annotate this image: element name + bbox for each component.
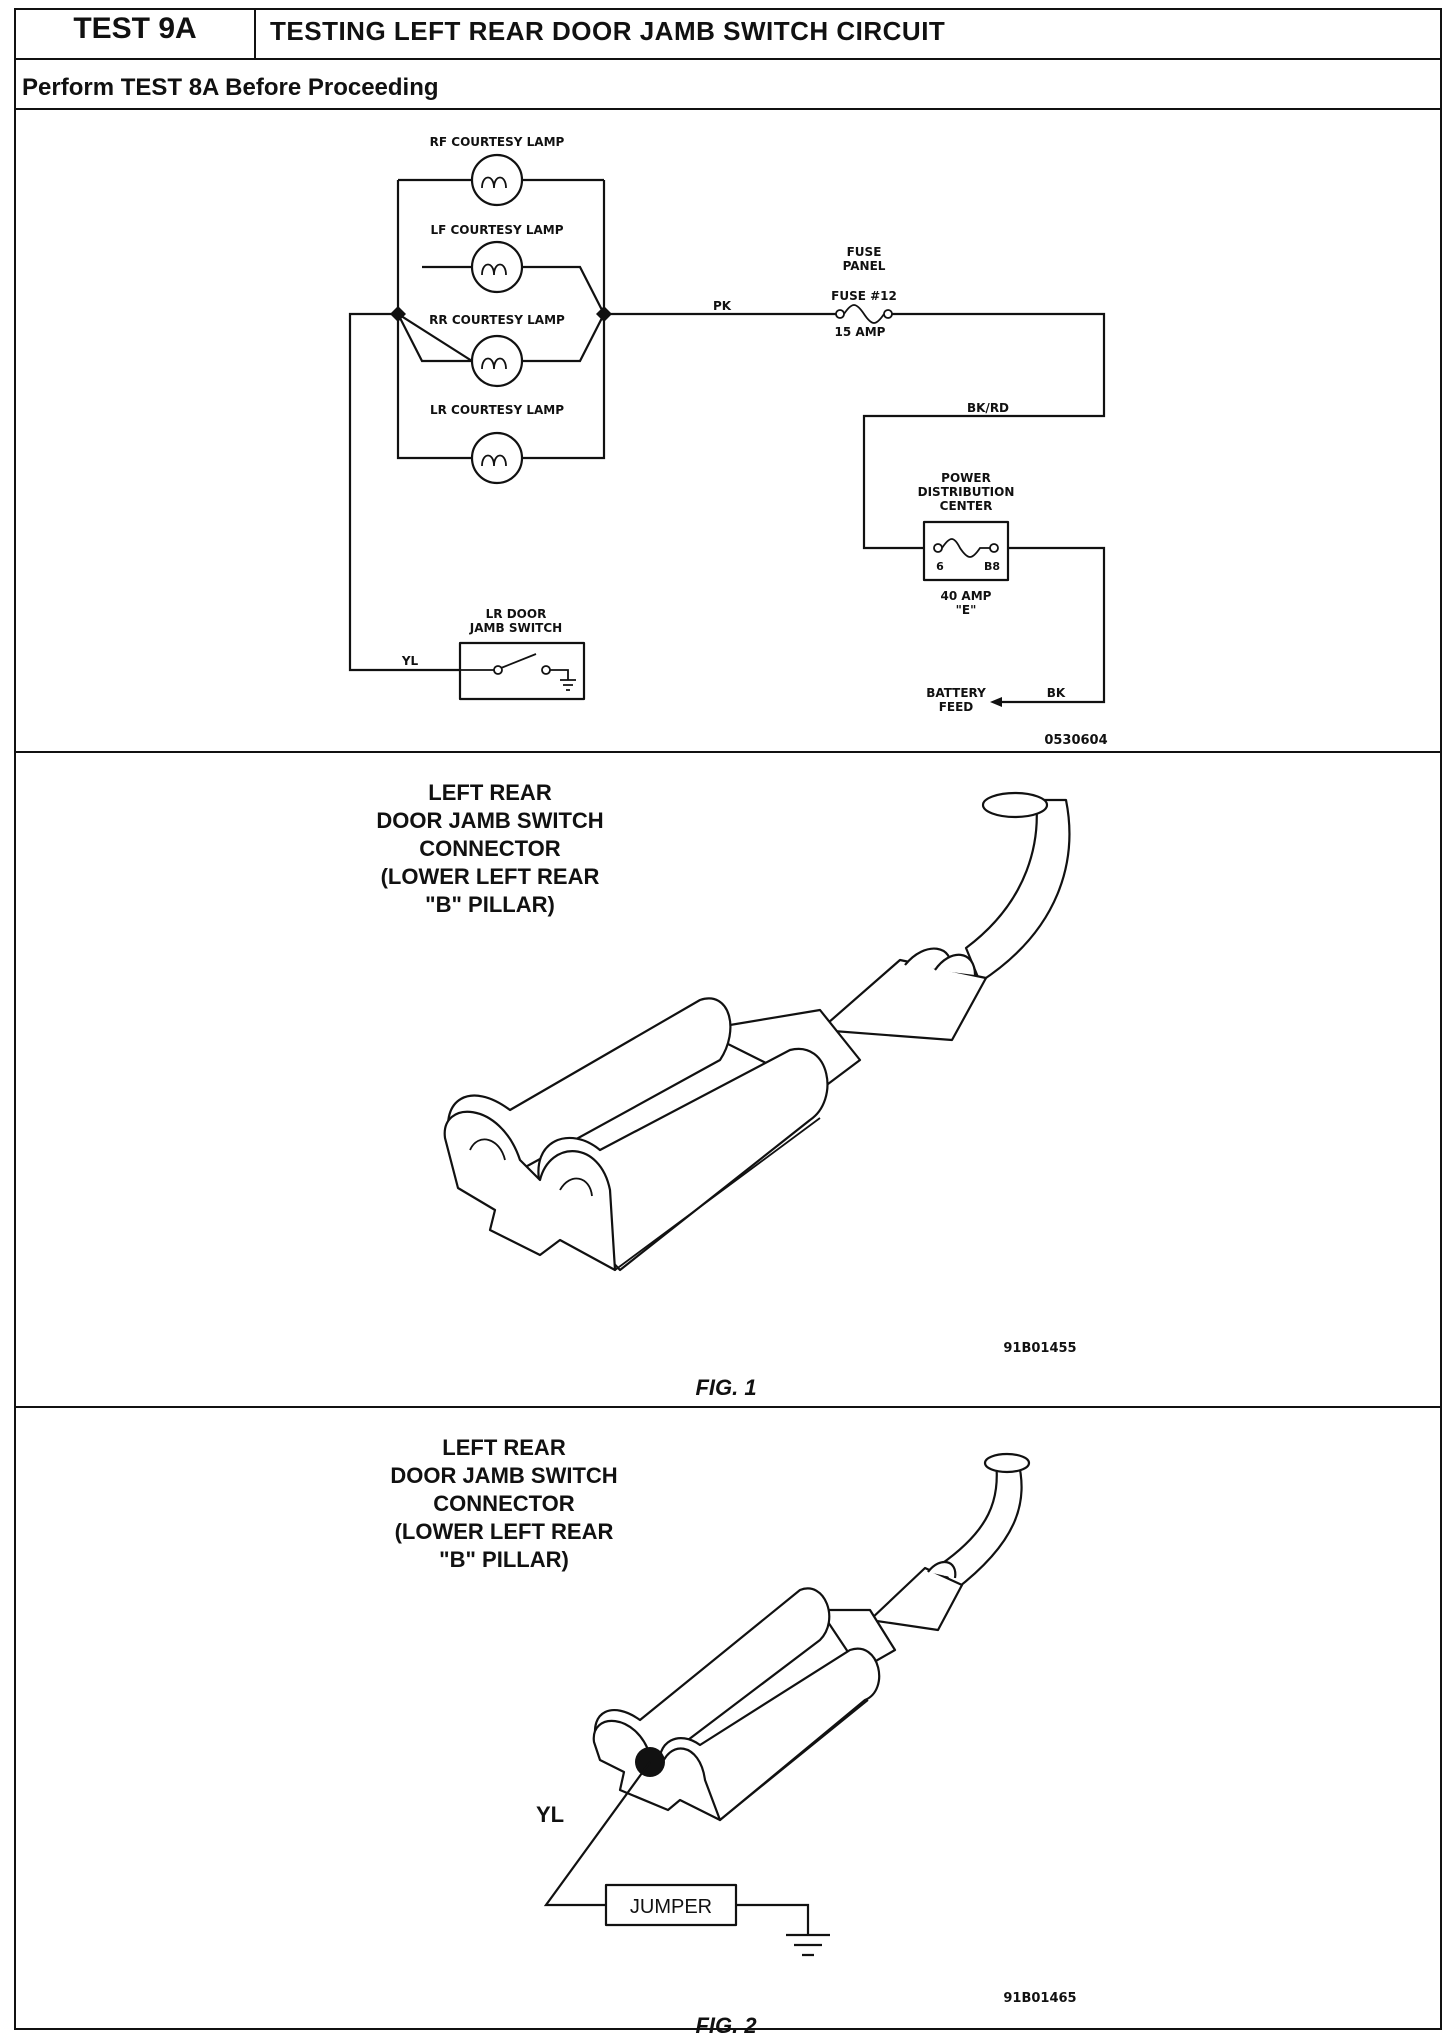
switch-label-1: LR DOOR — [486, 607, 547, 621]
figure-1: LEFT REAR DOOR JAMB SWITCH CONNECTOR (LO… — [376, 780, 1076, 1400]
pdc-fuse-letter: "E" — [956, 603, 977, 617]
fig2-caption: FIG. 2 — [695, 2013, 757, 2038]
lamp-label-rr: RR COURTESY LAMP — [429, 313, 565, 327]
pdc-label-1: POWER — [941, 471, 991, 485]
fig1-caption: FIG. 1 — [695, 1375, 756, 1400]
wiring-schematic: RF COURTESY LAMP LF COURTESY LAMP RR COU… — [348, 135, 1108, 748]
wire-label-bk: BK — [1047, 686, 1066, 700]
fig1-label-line2: DOOR JAMB SWITCH — [376, 808, 603, 833]
fig1-connector-drawing — [443, 791, 1071, 1272]
fig1-divider — [14, 1406, 1442, 1408]
wire-label-bk-rd: BK/RD — [967, 401, 1009, 415]
jumper-wire: JUMPER — [543, 1761, 830, 1957]
prereq-divider — [14, 108, 1442, 110]
fig2-label-line5: "B" PILLAR) — [439, 1547, 569, 1572]
header-divider — [14, 58, 1442, 60]
lamp-label-lf: LF COURTESY LAMP — [430, 223, 563, 237]
fig2-label-line4: (LOWER LEFT REAR — [395, 1519, 614, 1544]
pdc-label-3: CENTER — [940, 499, 993, 513]
power-distribution-center: 6 B8 POWER DISTRIBUTION CENTER 40 AMP "E… — [918, 471, 1015, 617]
pdc-label-2: DISTRIBUTION — [918, 485, 1015, 499]
fig1-label-line1: LEFT REAR — [428, 780, 552, 805]
fuse-12-label: FUSE #12 — [831, 289, 897, 303]
figure-2: LEFT REAR DOOR JAMB SWITCH CONNECTOR (LO… — [390, 1435, 1076, 2038]
fig2-label-line2: DOOR JAMB SWITCH — [390, 1463, 617, 1488]
schematic-drawing-id: 0530604 — [1044, 733, 1107, 748]
lamp-label-lr: LR COURTESY LAMP — [430, 403, 564, 417]
fuse-12-rating: 15 AMP — [835, 325, 886, 339]
test-title: TESTING LEFT REAR DOOR JAMB SWITCH CIRCU… — [270, 16, 946, 46]
fuse-panel-label-1: FUSE — [847, 245, 882, 259]
battery-feed-label-2: FEED — [939, 700, 974, 714]
fig2-wire-label-yl: YL — [536, 1802, 564, 1827]
fuse-panel-label-2: PANEL — [843, 259, 886, 273]
lamp-label-rf: RF COURTESY LAMP — [430, 135, 565, 149]
test-id: TEST 9A — [73, 12, 197, 45]
lr-courtesy-lamp: LR COURTESY LAMP — [430, 403, 564, 485]
header-column-divider — [254, 8, 256, 59]
page-frame — [14, 8, 1442, 2030]
fig2-connector-drawing — [592, 1452, 1031, 1822]
jumper-label: JUMPER — [630, 1896, 712, 1918]
pdc-pin-b8: B8 — [984, 560, 1000, 573]
fig2-label-line1: LEFT REAR — [442, 1435, 566, 1460]
wire-label-yl: YL — [401, 654, 419, 668]
rr-courtesy-lamp: RR COURTESY LAMP — [429, 313, 565, 388]
fuse-12: FUSE PANEL FUSE #12 15 AMP — [831, 245, 897, 339]
rf-courtesy-lamp: RF COURTESY LAMP — [430, 135, 565, 207]
lr-door-jamb-switch: LR DOOR JAMB SWITCH — [458, 607, 586, 701]
fig2-label-line3: CONNECTOR — [433, 1491, 574, 1516]
schematic-divider — [14, 751, 1442, 753]
pdc-pin-6: 6 — [936, 560, 944, 573]
fig2-drawing-id: 91B01465 — [1003, 1991, 1076, 2006]
battery-feed-label-1: BATTERY — [926, 686, 986, 700]
pdc-fuse-rating: 40 AMP — [941, 589, 992, 603]
fig1-label-line4: (LOWER LEFT REAR — [381, 864, 600, 889]
fig1-label-line3: CONNECTOR — [419, 836, 560, 861]
wire-label-pk: PK — [713, 299, 732, 313]
prerequisite-note: Perform TEST 8A Before Proceeding — [22, 74, 439, 101]
switch-label-2: JAMB SWITCH — [469, 621, 562, 635]
fig1-label-line5: "B" PILLAR) — [425, 892, 555, 917]
jumper-box — [604, 1883, 738, 1927]
lf-courtesy-lamp: LF COURTESY LAMP — [430, 223, 564, 294]
fig1-drawing-id: 91B01455 — [1003, 1341, 1076, 1356]
